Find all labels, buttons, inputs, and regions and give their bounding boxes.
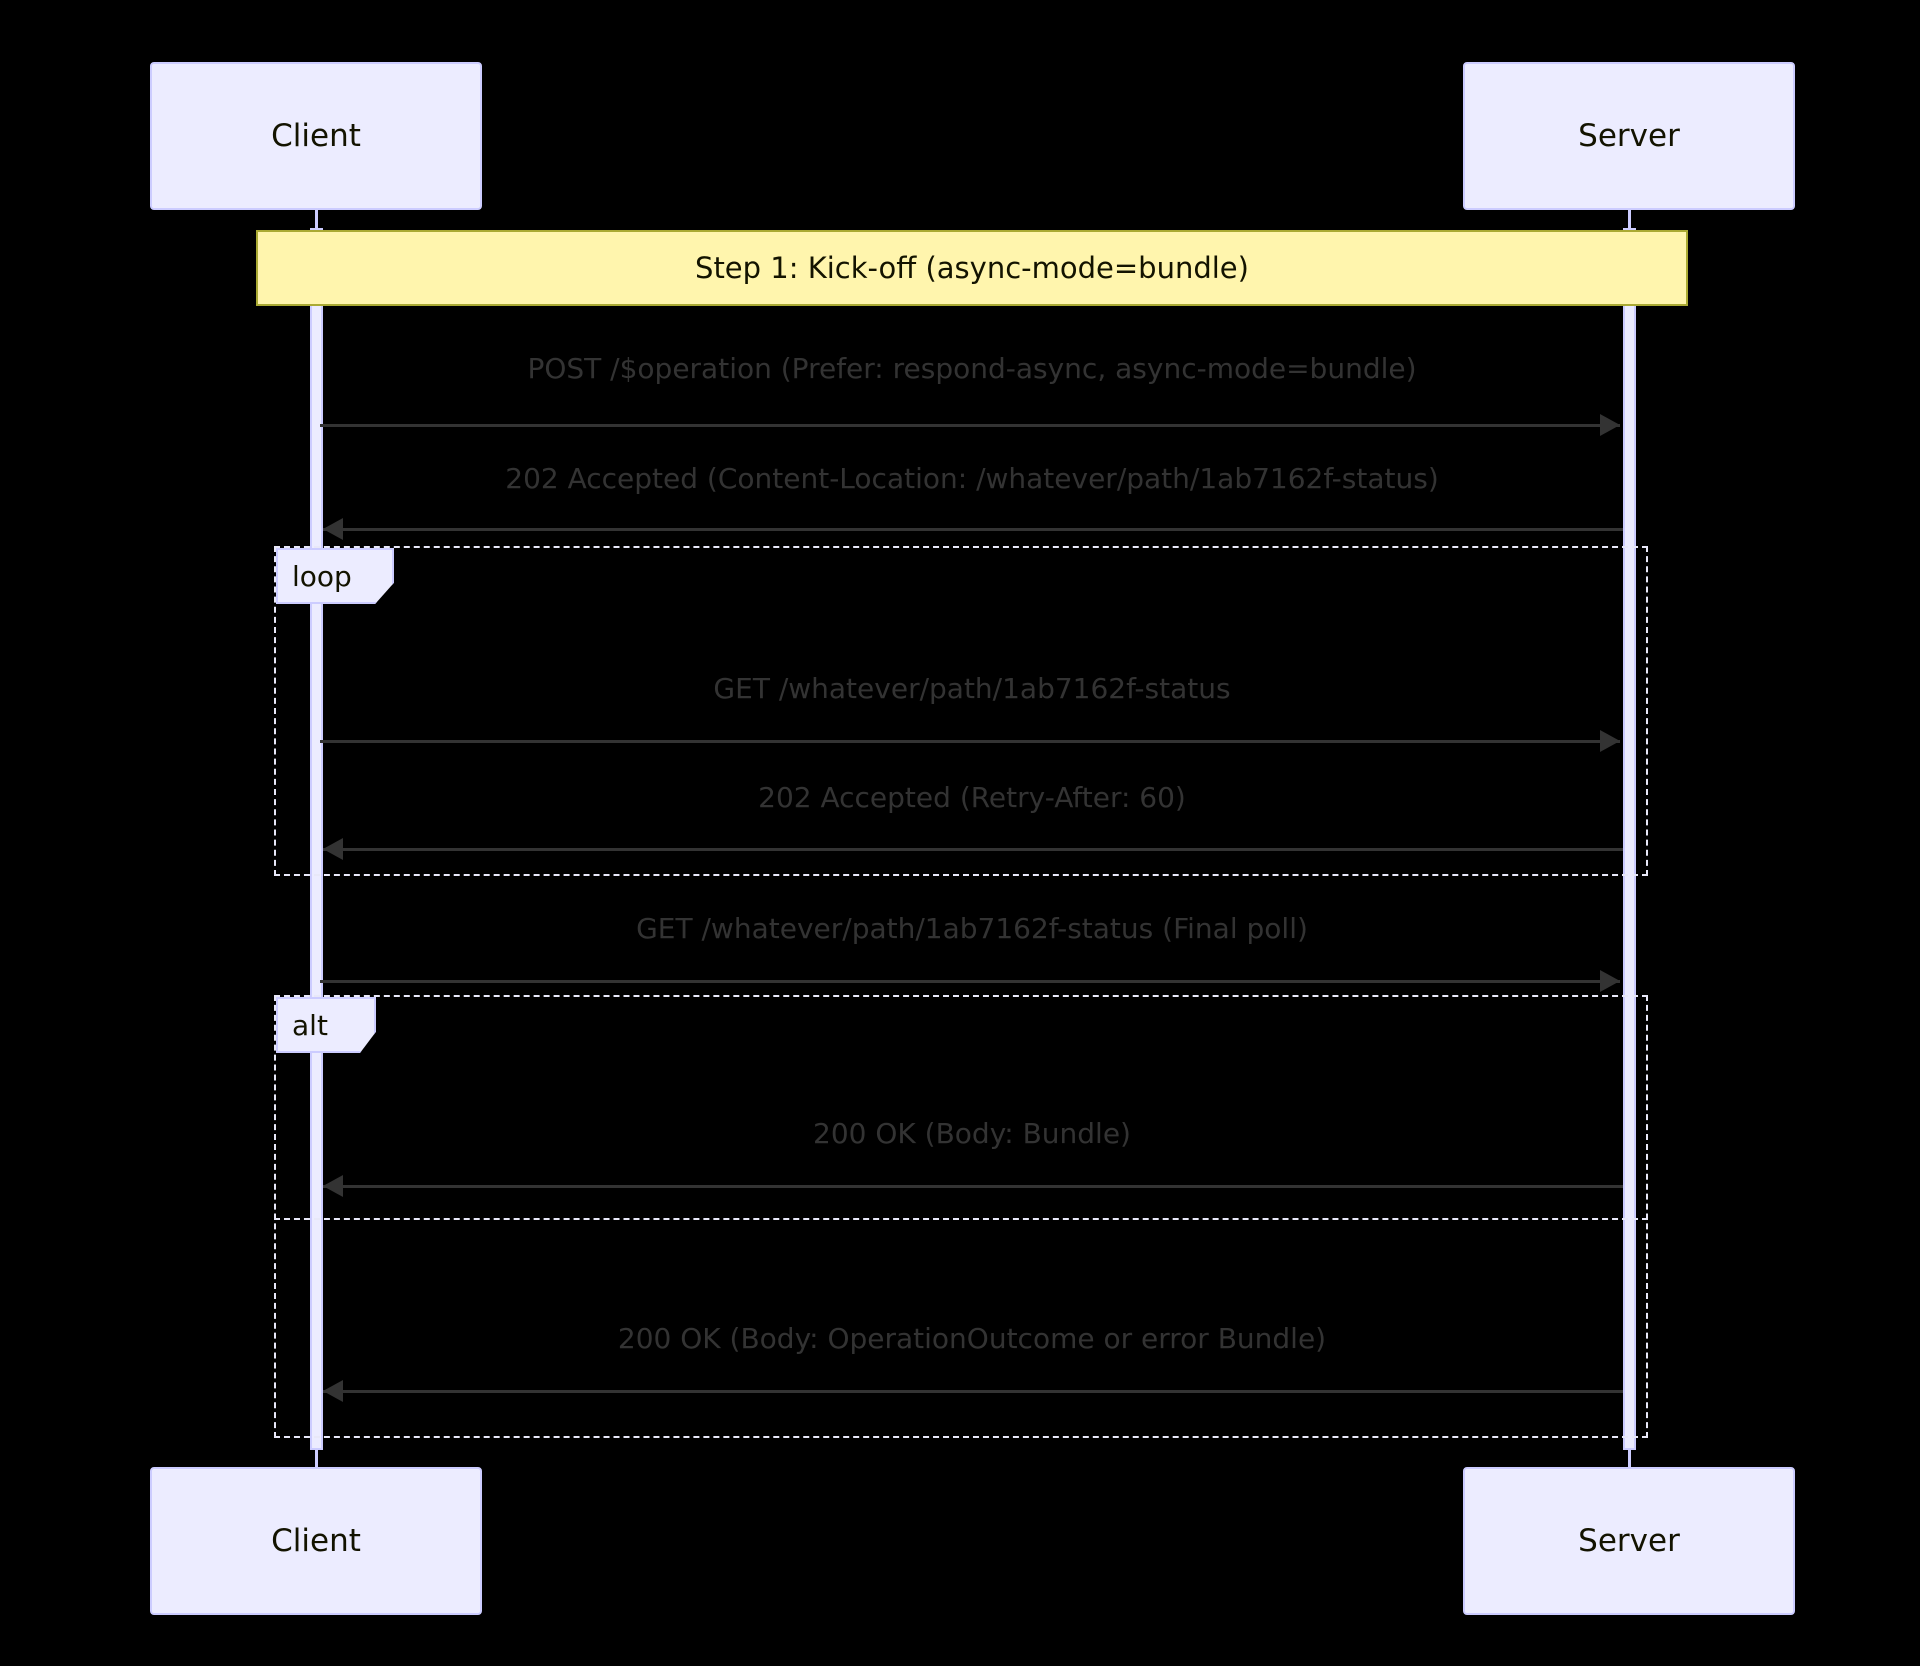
message-line-m7 [323,1390,1623,1393]
message-arrowhead-m4 [323,838,343,860]
fragment-label-alt-text: alt [292,1008,328,1042]
fragment-label-loop-text: loop [292,559,352,593]
actor-box-server-bottom[interactable]: Server [1463,1467,1795,1615]
message-line-m6 [323,1185,1623,1188]
note-step-1: Step 1: Kick-off (async-mode=bundle) [256,230,1688,306]
message-label-m4: 202 Accepted (Retry-After: 60) [758,781,1186,814]
activation-client [310,228,323,1450]
actor-box-client-bottom[interactable]: Client [150,1467,482,1615]
message-label-m1: POST /$operation (Prefer: respond-async,… [527,352,1417,385]
actor-box-server-top[interactable]: Server [1463,62,1795,210]
message-line-m4 [323,848,1623,851]
message-arrowhead-m5 [1600,970,1620,992]
message-label-m7: 200 OK (Body: OperationOutcome or error … [617,1322,1327,1355]
message-label-m2: 202 Accepted (Content-Location: /whateve… [505,462,1439,495]
message-line-m3 [320,740,1620,743]
actor-label-client-top: Client [271,118,361,154]
fragment-label-alt: alt [276,997,376,1053]
message-arrowhead-m1 [1600,414,1620,436]
activation-server [1623,228,1636,1450]
actor-box-client-top[interactable]: Client [150,62,482,210]
message-arrowhead-m3 [1600,730,1620,752]
message-arrowhead-m2 [323,518,343,540]
message-label-m3: GET /whatever/path/1ab7162f-status [713,672,1231,705]
actor-label-server-bottom: Server [1578,1523,1680,1559]
message-line-m5 [320,980,1620,983]
message-line-m1 [320,424,1620,427]
actor-label-server-top: Server [1578,118,1680,154]
message-line-m2 [323,528,1623,531]
actor-label-client-bottom: Client [271,1523,361,1559]
message-label-m6: 200 OK (Body: Bundle) [813,1117,1131,1150]
note-step-1-label: Step 1: Kick-off (async-mode=bundle) [695,251,1249,285]
message-arrowhead-m7 [323,1380,343,1402]
message-label-m5: GET /whatever/path/1ab7162f-status (Fina… [636,912,1308,945]
fragment-alt-divider [274,1218,1648,1220]
fragment-loop [274,546,1648,876]
fragment-label-loop: loop [276,548,394,604]
fragment-alt [274,995,1648,1438]
message-arrowhead-m6 [323,1175,343,1197]
